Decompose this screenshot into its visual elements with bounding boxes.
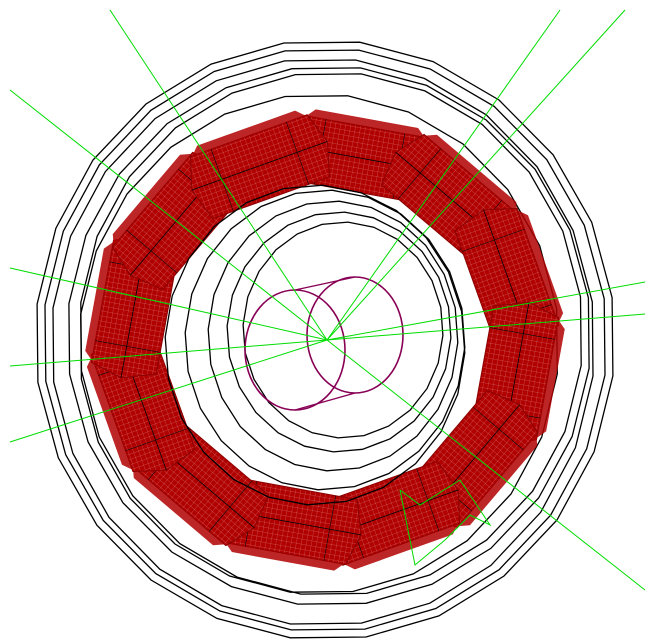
inner-ring-3 bbox=[207, 200, 459, 472]
coil-top-face bbox=[306, 109, 425, 138]
inner-ring-4 bbox=[226, 211, 452, 453]
coil-top-face bbox=[112, 153, 192, 246]
inner-ring-2 bbox=[184, 189, 466, 491]
coil-edge bbox=[489, 327, 555, 340]
coil-top-face bbox=[132, 466, 225, 546]
coil-top-face bbox=[536, 319, 565, 438]
beampipe-edge bbox=[294, 276, 356, 291]
outer-ring-4 bbox=[68, 67, 590, 605]
outer-ring-1 bbox=[36, 41, 614, 639]
track-ray-8 bbox=[326, 281, 645, 341]
coil-top-face bbox=[85, 242, 114, 361]
coil-edge bbox=[191, 141, 328, 191]
coil-edge bbox=[208, 480, 253, 532]
track-cluster bbox=[399, 479, 492, 566]
coil-edge bbox=[95, 340, 161, 353]
outer-ring-5 bbox=[80, 73, 582, 595]
track-ray-4 bbox=[326, 9, 626, 341]
track-ray-10 bbox=[326, 339, 645, 591]
coil-edge bbox=[125, 428, 188, 452]
outer-ring-6 bbox=[80, 95, 558, 593]
coil-top-face bbox=[458, 434, 538, 527]
track-ray-7 bbox=[9, 339, 328, 443]
inner-ring-5 bbox=[242, 221, 444, 439]
track-ray-6 bbox=[9, 339, 328, 367]
coil-12 bbox=[189, 110, 330, 220]
coil-top-face bbox=[517, 210, 564, 324]
coil-top-face bbox=[225, 542, 344, 571]
track-ray-5 bbox=[9, 267, 328, 341]
track-ray-9 bbox=[326, 313, 645, 341]
coil-top-face bbox=[425, 134, 518, 214]
inner-bore-rings bbox=[164, 184, 466, 506]
coil-edge bbox=[397, 148, 442, 200]
coil-top-face bbox=[192, 110, 306, 156]
beam-pipe-cylinders bbox=[244, 276, 404, 411]
coil-edge bbox=[323, 495, 336, 561]
coil-top-face bbox=[344, 524, 458, 570]
coil-edge bbox=[462, 228, 525, 252]
track-ray-2 bbox=[9, 89, 328, 341]
beampipe-edge bbox=[294, 392, 356, 411]
track-ray-3 bbox=[326, 9, 561, 341]
coil-top-face bbox=[86, 356, 133, 470]
track-ray-1 bbox=[109, 9, 328, 341]
particle-track-rays bbox=[9, 9, 645, 591]
coil-edge bbox=[286, 122, 310, 185]
toroid-coil-array bbox=[85, 109, 565, 571]
coil-edge bbox=[472, 406, 524, 451]
inner-ring-1 bbox=[164, 184, 466, 506]
outer-cryostat-rings bbox=[36, 41, 614, 639]
outer-ring-2 bbox=[44, 49, 606, 631]
coil-edge bbox=[126, 229, 178, 274]
